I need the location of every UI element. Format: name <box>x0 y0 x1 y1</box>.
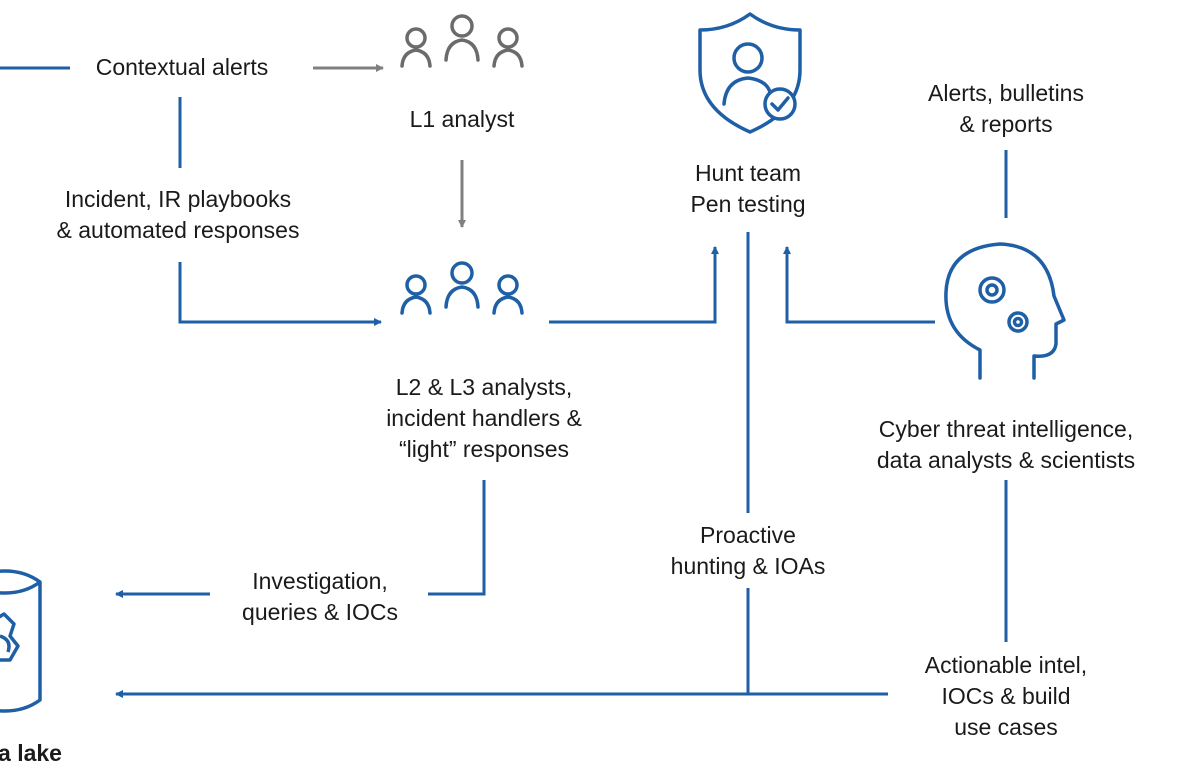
incident-to-l2-arrow <box>178 262 382 326</box>
cti-label: Cyber threat intelligence, data analysts… <box>877 414 1135 476</box>
l2-to-hunt-arrow <box>549 246 719 324</box>
hunt-team-label: Hunt team Pen testing <box>690 158 805 220</box>
l2-to-investigation-line <box>428 480 486 596</box>
proactive-line-2: hunting & IOAs <box>670 553 826 579</box>
hunt-line-1: Hunt team <box>694 160 802 186</box>
l2-line-2: incident handlers & <box>386 405 582 431</box>
investigation-label: Investigation, queries & IOCs <box>242 566 398 628</box>
data-lake-text: a lake <box>0 740 62 766</box>
head-gears-icon <box>944 242 1066 380</box>
l2-line-3: “light” responses <box>398 436 570 462</box>
contextual-alerts-text: Contextual alerts <box>95 54 269 80</box>
investigation-line-1: Investigation, <box>252 568 388 594</box>
people-group-icon <box>400 14 524 68</box>
incident-line-2: & automated responses <box>56 217 300 243</box>
contextual-alerts-label: Contextual alerts <box>96 52 269 83</box>
l1-analyst-text: L1 analyst <box>409 106 515 132</box>
incident-line-1: Incident, IR playbooks <box>64 186 292 212</box>
cti-line-1: Cyber threat intelligence, <box>878 416 1134 442</box>
database-gear-icon <box>0 569 42 713</box>
cti-line-2: data analysts & scientists <box>876 447 1136 473</box>
alerts-line-2: & reports <box>959 111 1053 137</box>
hunt-line-2: Pen testing <box>690 191 806 217</box>
shield-user-check-icon <box>698 12 802 134</box>
cti-to-hunt-arrow <box>783 246 935 324</box>
actionable-line-2: IOCs & build <box>941 683 1071 709</box>
l1-analyst-label: L1 analyst <box>410 104 515 135</box>
actionable-intel-label: Actionable intel, IOCs & build use cases <box>925 650 1087 743</box>
incident-playbooks-label: Incident, IR playbooks & automated respo… <box>57 184 300 246</box>
actionable-line-3: use cases <box>954 714 1058 740</box>
data-lake-label: a lake <box>0 738 62 769</box>
alerts-bulletins-label: Alerts, bulletins & reports <box>928 78 1084 140</box>
people-group-icon <box>400 261 524 315</box>
investigation-line-2: queries & IOCs <box>242 599 398 625</box>
l2-line-1: L2 & L3 analysts, <box>395 374 573 400</box>
proactive-hunting-label: Proactive hunting & IOAs <box>671 520 826 582</box>
actionable-line-1: Actionable intel, <box>924 652 1088 678</box>
alerts-line-1: Alerts, bulletins <box>928 80 1084 106</box>
l2-l3-analysts-label: L2 & L3 analysts, incident handlers & “l… <box>386 372 582 465</box>
proactive-line-1: Proactive <box>700 522 796 548</box>
